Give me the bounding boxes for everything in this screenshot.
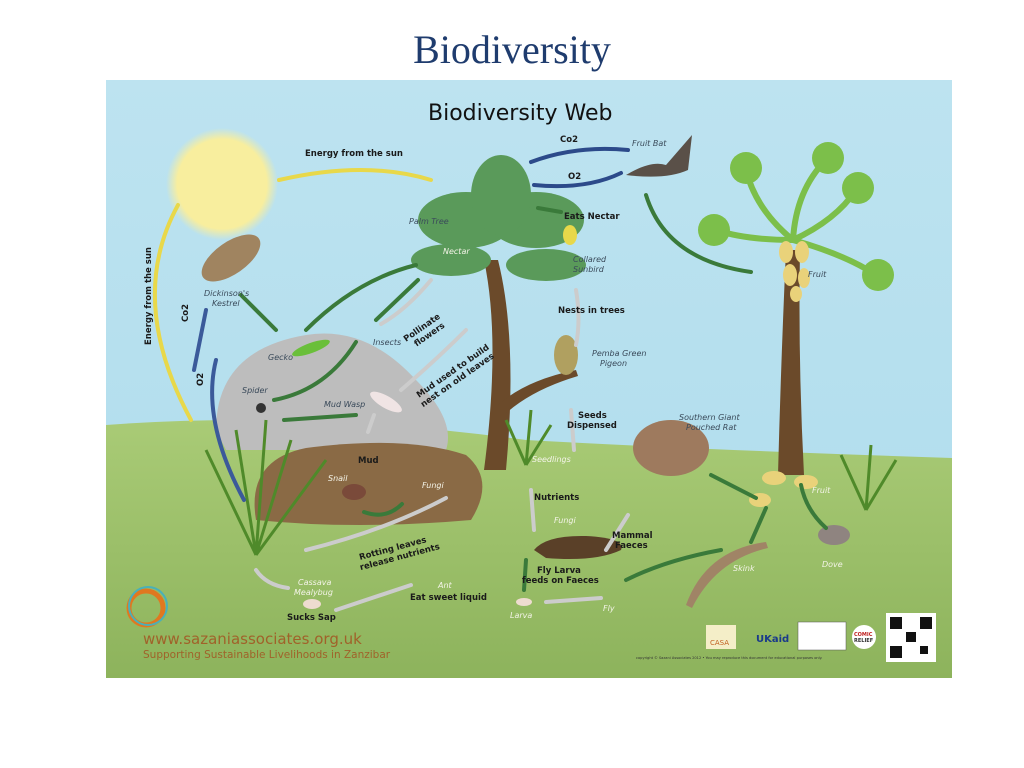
label-sucks-sap: Sucks Sap	[287, 613, 336, 623]
poster-title: Biodiversity Web	[428, 101, 613, 126]
ukaid-logo: UKaid	[756, 634, 789, 645]
label-ant: Ant	[437, 581, 453, 590]
label-kestrel-1: Dickinson's	[204, 289, 249, 298]
palm-trunk	[484, 260, 511, 470]
papaya-fruits	[749, 241, 818, 507]
biodiversity-web-poster: Biodiversity Web Energy from the sun Ene…	[106, 80, 952, 678]
label-sunbird-1: Collared	[573, 255, 607, 264]
copyright: copyright © Sazani Associates 2012 • You…	[636, 656, 823, 660]
label-energy-side: Energy from the sun	[144, 247, 154, 345]
flow-arrows	[152, 146, 828, 612]
label-skink: Skink	[733, 564, 755, 573]
svg-text:CASA: CASA	[710, 639, 729, 647]
label-co2-left: Co2	[181, 304, 191, 322]
label-mealybug-1: Cassava	[298, 578, 331, 587]
label-eat-sweet-liquid: Eat sweet liquid	[410, 593, 487, 603]
pemba-green-pigeon	[554, 335, 578, 375]
label-pigeon-2: Pigeon	[600, 359, 627, 368]
label-fly-larva: Fly Larva	[537, 566, 581, 576]
label-rat-1: Southern Giant	[679, 413, 740, 422]
svg-text:UKaid: UKaid	[756, 634, 789, 645]
label-seedlings: Seedlings	[532, 455, 571, 464]
slide-title: Biodiversity	[413, 27, 611, 72]
label-nests-in-trees: Nests in trees	[558, 306, 625, 316]
label-spider: Spider	[242, 386, 268, 395]
sunbird	[563, 225, 577, 245]
mud-wasp	[370, 391, 402, 413]
label-fruit-ground: Fruit	[812, 486, 831, 495]
qr-code[interactable]	[886, 613, 936, 662]
label-palm-tree: Palm Tree	[409, 217, 449, 226]
label-rat-2: Pouched Rat	[686, 423, 737, 432]
label-o2-left: O2	[196, 373, 206, 386]
larva	[516, 598, 532, 606]
label-snail: Snail	[328, 474, 348, 483]
gecko	[292, 339, 330, 357]
tagline: Supporting Sustainable Livelihoods in Za…	[143, 649, 391, 661]
skink	[686, 542, 768, 608]
sun	[166, 128, 278, 240]
spider	[256, 403, 266, 413]
mud-mound	[254, 442, 483, 525]
label-dove: Dove	[822, 560, 843, 569]
sazani-logo	[126, 586, 168, 628]
label-nutrients: Nutrients	[534, 493, 579, 503]
mealybug	[303, 599, 321, 609]
label-fruit-top: Fruit	[808, 270, 827, 279]
label-larva: Larva	[510, 611, 532, 620]
snail	[342, 484, 366, 500]
label-feeds-on-faeces: feeds on Faeces	[522, 576, 599, 586]
zanzibar-crest-logo	[797, 621, 847, 651]
label-fungi-left: Fungi	[422, 481, 444, 490]
label-mud: Mud	[358, 456, 379, 466]
label-dispensed: Dispensed	[567, 421, 617, 431]
papaya-trunk	[778, 250, 804, 475]
label-kestrel-2: Kestrel	[212, 299, 240, 308]
comic-relief-logo: COMIC RELIEF	[852, 625, 876, 649]
label-energy-top: Energy from the sun	[305, 149, 403, 159]
branch	[498, 370, 578, 415]
label-gecko: Gecko	[268, 353, 293, 362]
label-fungi-right: Fungi	[554, 516, 576, 525]
mud-faeces	[534, 535, 622, 559]
label-co2-top: Co2	[560, 135, 578, 145]
dove	[818, 525, 850, 545]
svg-text:COMIC: COMIC	[854, 632, 873, 638]
label-mealybug-2: Mealybug	[294, 588, 333, 597]
rat	[633, 420, 709, 476]
website-url[interactable]: www.sazaniassociates.org.uk	[143, 630, 362, 648]
label-insects: Insects	[373, 338, 401, 347]
label-seeds: Seeds	[578, 411, 607, 421]
label-mud-wasp: Mud Wasp	[324, 400, 365, 409]
fruit-bat	[626, 135, 692, 177]
rock	[216, 333, 448, 450]
label-mammal: Mammal	[612, 531, 653, 541]
label-eats-nectar: Eats Nectar	[564, 212, 620, 222]
label-sunbird-2: Sunbird	[573, 265, 605, 274]
palm-leaves	[411, 155, 586, 281]
kestrel	[201, 234, 261, 282]
label-o2-top: O2	[568, 172, 581, 182]
label-nectar: Nectar	[443, 247, 470, 256]
label-pigeon-1: Pemba Green	[592, 349, 646, 358]
casa-logo: CASA	[706, 625, 736, 649]
label-faeces: Faeces	[615, 541, 648, 551]
grass-clumps	[204, 409, 898, 556]
svg-text:RELIEF: RELIEF	[854, 638, 873, 644]
label-fruit-bat: Fruit Bat	[632, 139, 667, 148]
label-fly: Fly	[603, 604, 615, 613]
